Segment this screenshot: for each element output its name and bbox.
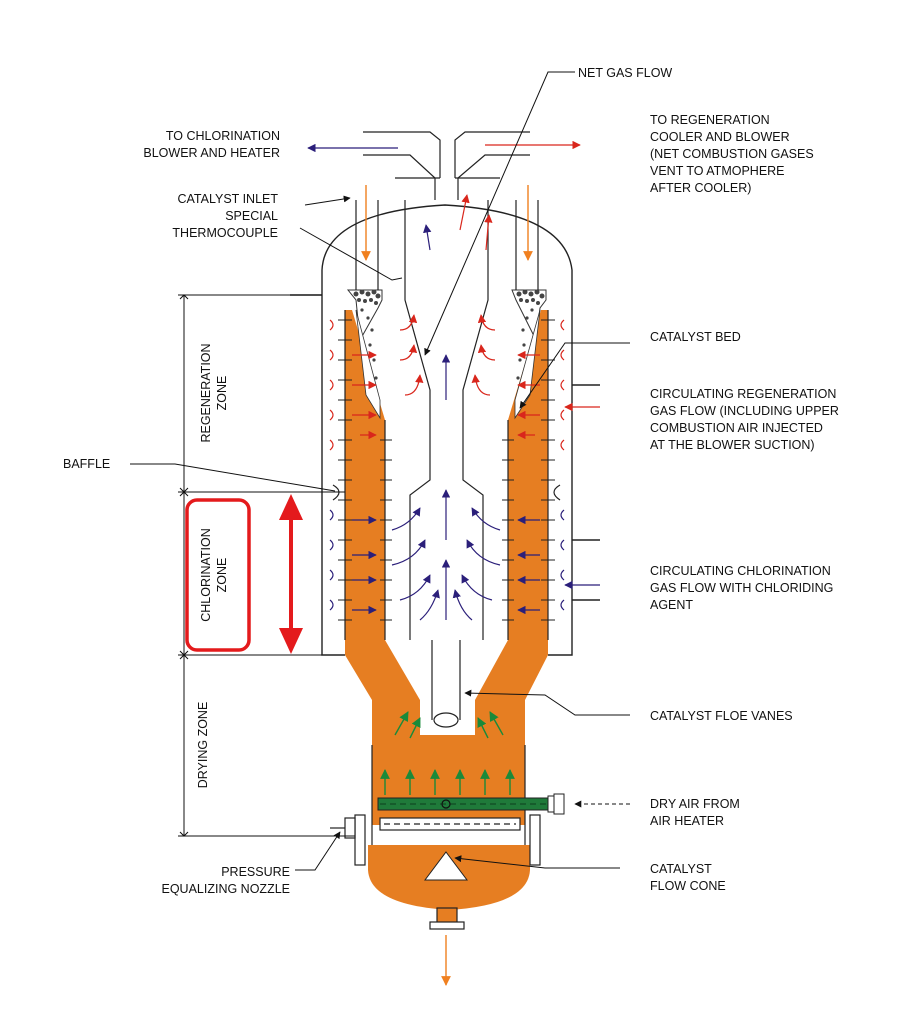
label-catalyst-inlet-1: CATALYST INLET (178, 192, 279, 206)
label-circ-regen-1: CIRCULATING REGENERATION (650, 387, 836, 401)
labels: NET GAS FLOW TO CHLORINATION BLOWER AND … (63, 66, 839, 896)
label-to-regeneration-1: TO REGENERATION (650, 113, 770, 127)
catalyst-flow-cone (424, 851, 468, 881)
label-floe-vanes: CATALYST FLOE VANES (650, 709, 793, 723)
label-pressure-nozzle-2: EQUALIZING NOZZLE (162, 882, 291, 896)
leader-pressure-nozzle (295, 831, 341, 871)
label-circ-chlor-1: CIRCULATING CHLORINATION (650, 564, 831, 578)
label-regeneration-zone-2: ZONE (215, 376, 229, 411)
leader-floe-vanes (464, 689, 630, 716)
chlorination-gas-flow (307, 143, 600, 621)
label-net-gas-flow: NET GAS FLOW (578, 66, 672, 80)
leader-net-gas-flow (424, 71, 575, 356)
screen-ticks (338, 319, 555, 621)
label-chlorination-zone-2: ZONE (215, 558, 229, 593)
dry-air-pipe (377, 793, 565, 815)
leader-catalyst-inlet (304, 195, 351, 206)
label-flow-cone-1: CATALYST (650, 862, 712, 876)
label-pressure-nozzle-1: PRESSURE (221, 865, 290, 879)
baffle-right (553, 484, 561, 501)
leader-baffle (130, 463, 336, 492)
vessel-top-dome (321, 204, 573, 295)
label-catalyst-inlet-2: SPECIAL (225, 209, 278, 223)
vessel-internals (330, 131, 549, 930)
label-circ-chlor-3: AGENT (650, 598, 693, 612)
label-to-regeneration-2: COOLER AND BLOWER (650, 130, 790, 144)
label-baffle: BAFFLE (63, 457, 110, 471)
vessel-shell-left (321, 295, 345, 656)
label-circ-regen-3: COMBUSTION AIR INJECTED (650, 421, 823, 435)
label-regeneration-zone-1: REGENERATION (199, 343, 213, 442)
leader-thermocouple (299, 227, 403, 281)
label-to-chlorination-2: BLOWER AND HEATER (143, 146, 280, 160)
label-catalyst-inlet-3: THERMOCOUPLE (172, 226, 278, 240)
label-circ-chlor-2: GAS FLOW WITH CHLORIDING (650, 581, 833, 595)
label-to-chlorination-1: TO CHLORINATION (166, 129, 280, 143)
label-to-regeneration-4: VENT TO ATMOPHERE (650, 164, 785, 178)
leader-flow-cone (454, 855, 620, 869)
label-to-regeneration-5: AFTER COOLER) (650, 181, 751, 195)
leader-lines (130, 71, 630, 871)
label-circ-regen-2: GAS FLOW (INCLUDING UPPER (650, 404, 839, 418)
chlorination-highlight-box (185, 498, 251, 652)
label-drying-zone: DRYING ZONE (196, 702, 210, 789)
chlorination-height-arrow (279, 494, 303, 654)
regeneration-gas-flow (329, 140, 600, 451)
catalyst-drying-section (372, 750, 525, 825)
label-to-regeneration-3: (NET COMBUSTION GASES (650, 147, 814, 161)
catalyst-inlet-pellets (346, 289, 547, 420)
label-catalyst-bed: CATALYST BED (650, 330, 741, 344)
vessel (290, 204, 600, 656)
label-dry-air-1: DRY AIR FROM (650, 797, 740, 811)
label-flow-cone-2: FLOW CONE (650, 879, 726, 893)
label-dry-air-2: AIR HEATER (650, 814, 724, 828)
air-flow-arrows (380, 711, 515, 795)
label-circ-regen-4: AT THE BLOWER SUCTION) (650, 438, 815, 452)
vessel-shell-right (548, 295, 573, 656)
zone-dimensions (178, 294, 355, 837)
catalyst-flow-arrows (361, 185, 533, 986)
catalyst-funnel (345, 640, 548, 750)
label-chlorination-zone-1: CHLORINATION (199, 528, 213, 622)
leader-catalyst-bed (519, 342, 630, 409)
